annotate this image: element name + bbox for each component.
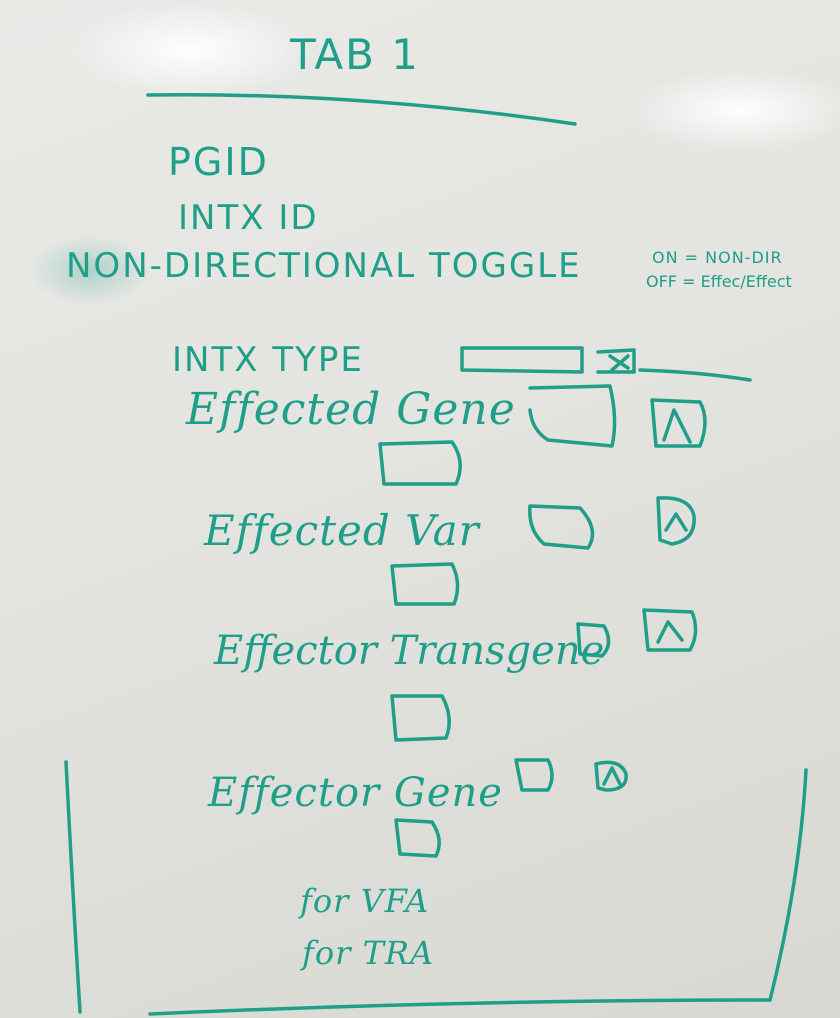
effector-transgene-label: Effector Transgene [214,628,605,674]
effected-gene-button-box [650,398,707,448]
intx-type-label: INTX TYPE [172,340,364,380]
effector-transgene-button-caret [656,620,684,644]
pgid-label: PGID [168,140,269,184]
effected-var-button-caret [664,512,688,532]
effector-transgene-sub-input-box [390,694,451,742]
effector-gene-button-box [594,760,628,792]
intx-type-dropdown-box [460,346,584,374]
page-title: TAB 1 [290,30,421,79]
effected-gene-label: Effected Gene [186,384,516,435]
section-bracket-right [768,768,808,1002]
effected-var-label: Effected Var [204,506,480,555]
effected-gene-input-box [528,384,617,448]
effector-transgene-button-box [642,608,698,652]
for-vfa-label: for VFA [300,882,430,920]
effector-gene-sub-input-box [394,818,441,858]
effector-gene-label: Effector Gene [208,770,503,816]
ink-smear [30,235,150,305]
title-underline [146,92,577,126]
intx-type-bracket [638,368,752,382]
effected-var-input-box [528,504,595,550]
intx-type-dropdown-arrow [608,354,630,372]
effected-gene-button-caret [662,408,692,444]
effected-gene-sub-input-box [378,440,462,486]
intx-type-dropdown-arrow-box [596,348,636,374]
section-bracket-left [64,760,82,1014]
section-bracket-bottom [148,998,772,1016]
toggle-note-off: OFF = Effec/Effect [646,272,792,291]
effector-transgene-input-box [576,622,611,658]
toggle-note-on: ON = NON-DIR [652,248,783,267]
non-directional-toggle-label: NON-DIRECTIONAL TOGGLE [66,246,582,286]
effected-var-sub-input-box [390,562,460,606]
intx-id-label: INTX ID [178,198,319,238]
effector-gene-button-caret [602,766,622,786]
effector-gene-input-box [514,758,554,792]
effected-var-button-box [656,496,696,546]
for-tra-label: for TRA [302,934,435,972]
